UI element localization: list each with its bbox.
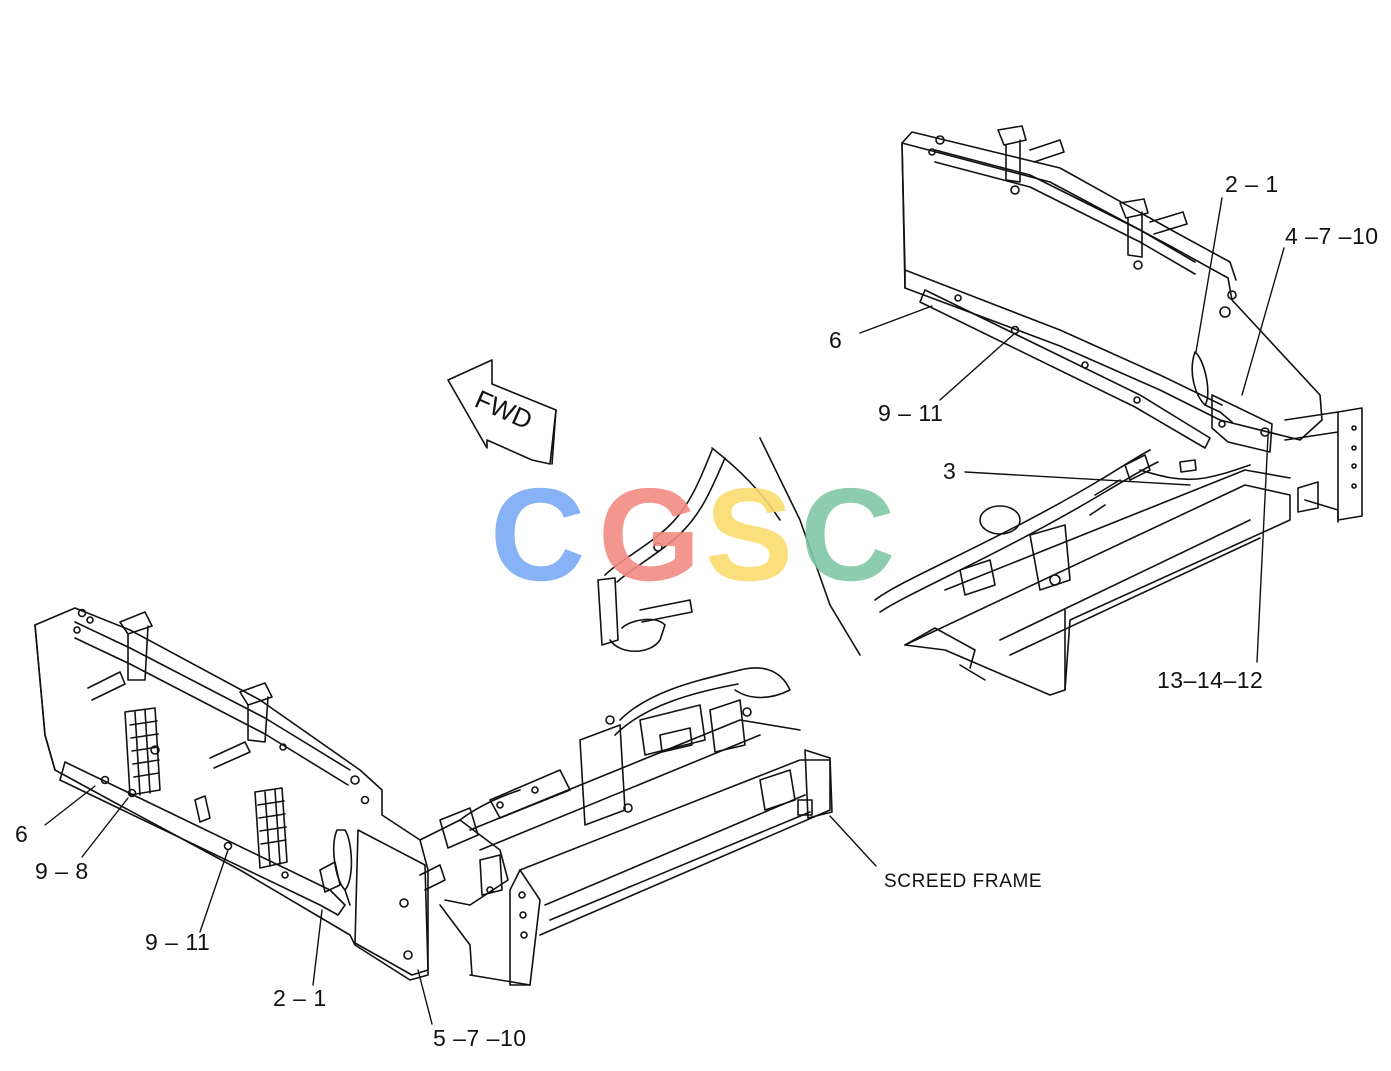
leader-bottom-6 [44,785,96,826]
callout-bottom-9-11: 9 – 11 [145,929,211,955]
callout-bottom-9-8: 9 – 8 [35,858,89,884]
callout-top-4-7-10: 4 –7 –10 [1285,223,1379,249]
callout-top-13-14-12: 13–14–12 [1157,667,1264,693]
callout-top-2-1: 2 – 1 [1225,171,1279,197]
callout-bottom-2-1: 2 – 1 [273,985,327,1011]
leader-bottom-9-11 [199,849,229,933]
watermark-letter-s: S [705,478,793,588]
callout-top-6: 6 [829,327,843,353]
lower-extension-assembly [34,607,833,986]
leader-lines [44,197,1285,1025]
leader-bottom-5-7-10 [417,969,433,1025]
leader-top-2-1 [1195,197,1223,353]
callout-top-9-11: 9 – 11 [878,400,944,426]
leader-top-13-14-12 [1256,435,1269,663]
callout-bottom-6: 6 [15,821,29,847]
leader-top-3 [964,471,1191,486]
upper-extension-assembly [711,125,1363,696]
watermark-letter-g: G [598,478,701,588]
watermark-letter-c2: C [800,478,895,588]
callout-bottom-5-7-10: 5 –7 –10 [433,1025,527,1051]
cgsc-watermark: C G S C [490,478,895,588]
callout-top-3: 3 [943,458,957,484]
fwd-arrow [447,359,557,465]
leader-top-9-11 [939,333,1015,401]
leader-top-4-7-10 [1241,247,1285,396]
watermark-letter-c1: C [490,478,585,588]
center-linkage [597,449,791,756]
leader-bottom-9-8 [81,797,129,858]
leader-screed-frame [829,815,877,867]
callout-screed-frame: SCREED FRAME [884,871,1043,892]
leader-top-6 [859,305,933,334]
fwd-arrow-label: FWD [471,384,537,435]
leader-bottom-2-1 [312,909,323,986]
